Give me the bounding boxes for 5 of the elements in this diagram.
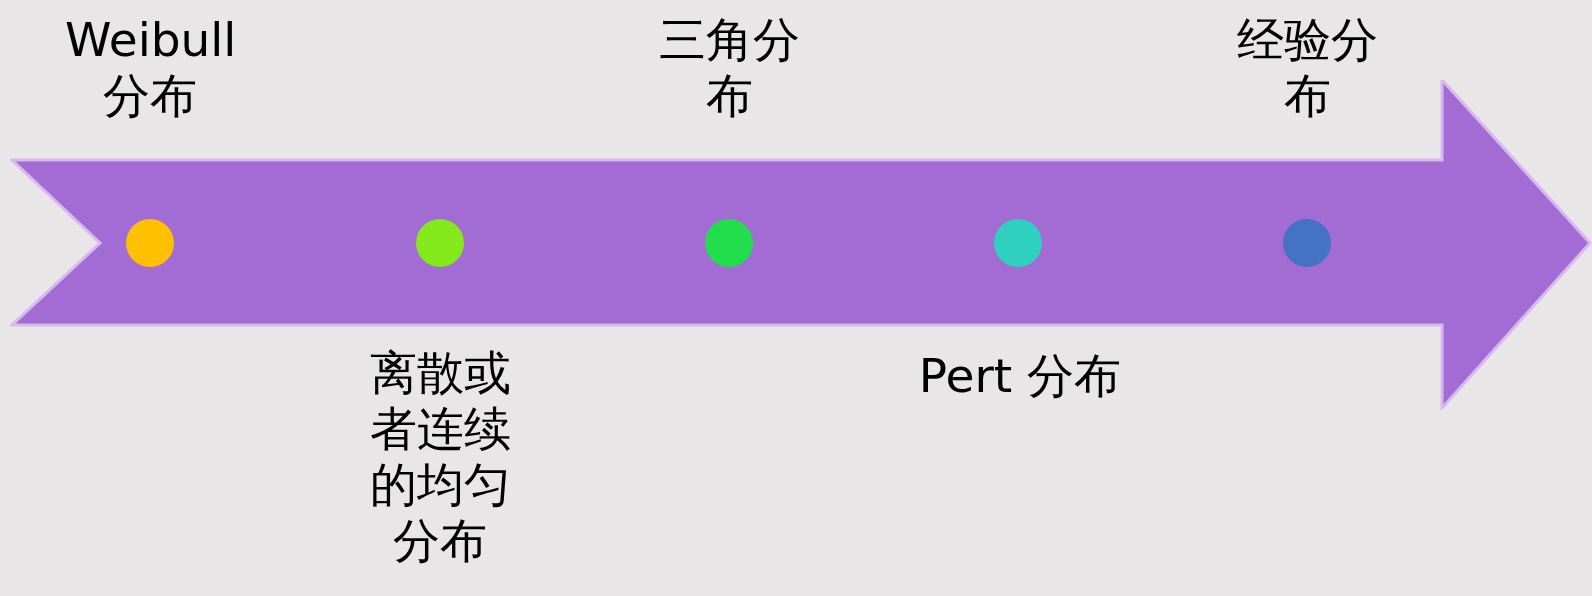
distribution-label: Weibull 分布 <box>65 12 235 124</box>
distribution-label: 离散或者连续的均匀分布 <box>368 345 512 569</box>
distribution-label: 经验分布 <box>1235 12 1379 124</box>
distribution-label: 三角分布 <box>657 12 801 124</box>
distribution-label: Pert 分布 <box>917 348 1123 404</box>
